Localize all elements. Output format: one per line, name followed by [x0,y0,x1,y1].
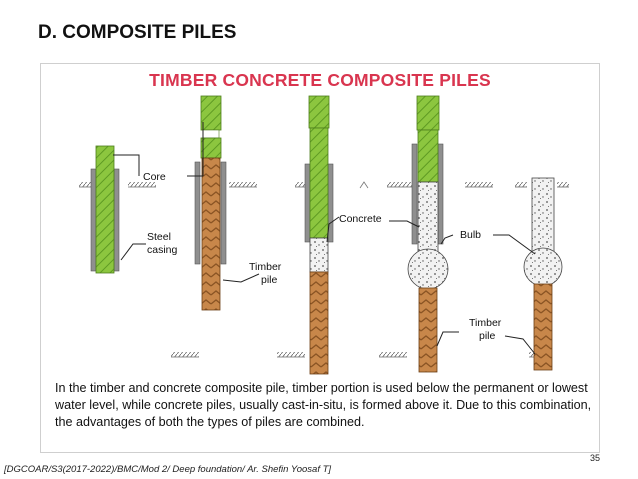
ground-line [229,182,257,187]
timber-section [201,157,221,311]
citation: [DGCOAR/S3(2017-2022)/BMC/Mod 2/ Deep fo… [4,464,332,475]
timber-core [95,145,115,274]
pile-3 [277,95,369,375]
label-steel-casing-line1: Steel [147,231,171,243]
page-number: 35 [590,453,601,463]
label-steel-casing-line2: casing [147,244,178,256]
pile-5 [515,177,569,371]
core-top [308,95,330,129]
pile-diagram: Core Steel casing Timber pile Concrete B… [79,95,569,375]
steel-casing [437,143,444,245]
core-top [200,95,222,131]
steel-casing [411,143,418,245]
pile-diagram-figure: Core Steel casing Timber pile Concrete B… [40,63,600,453]
slide-title: D. COMPOSITE PILES [38,22,237,43]
steel-casing [194,161,201,265]
label-bulb: Bulb [460,229,481,241]
timber-section [533,283,553,371]
pile-1 [79,145,156,274]
timber-section [418,287,438,373]
steel-casing [220,161,227,265]
ground-line [515,182,527,187]
label-timber-pile-right-line2: pile [479,330,496,342]
core-top [416,95,440,131]
ground-line [557,182,569,187]
leader-lines [113,122,536,355]
steel-casing [113,168,120,272]
concrete-bulb [407,248,449,290]
steel-casing [90,168,97,272]
ground-line [277,352,305,357]
timber-section [309,271,329,375]
figure-title: TIMBER CONCRETE COMPOSITE PILES [149,70,491,90]
pile-2 [171,95,257,358]
pile-4 [379,95,493,373]
label-timber-pile-right-line1: Timber [469,317,502,329]
ground-line [379,352,407,357]
concrete-section [309,237,329,273]
ground-line [128,182,156,187]
label-concrete: Concrete [339,213,382,225]
concrete-bulb [523,247,563,287]
steel-casing [304,163,311,243]
label-timber-pile-left-line1: Timber [249,261,282,273]
ground-line [465,182,493,187]
figure-caption: In the timber and concrete composite pil… [55,381,592,429]
ground-line [171,352,199,357]
label-core: Core [143,171,166,183]
ground-line [387,182,415,187]
label-timber-pile-left-line2: pile [261,274,278,286]
